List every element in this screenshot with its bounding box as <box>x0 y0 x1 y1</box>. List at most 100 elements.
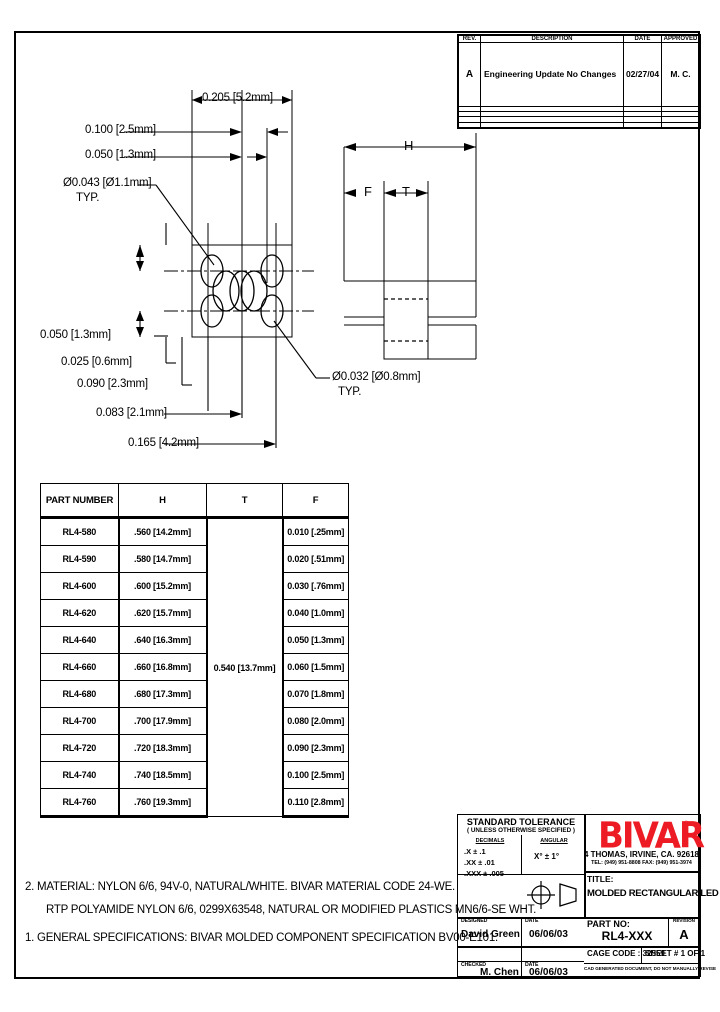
parts-table-row: RL4-660.660 [16.8mm] 0.060 [1.5mm] <box>40 653 349 681</box>
parts-table: PART NUMBER H T F RL4-580.560 [14.2mm]0.… <box>40 483 349 818</box>
registered-trademark-icon: ® <box>684 821 689 827</box>
checked-date-label: DATE <box>525 962 539 968</box>
sheet-number: SHEET # 1 OF 1 <box>645 949 706 958</box>
parts-header-t: T <box>206 483 283 519</box>
parts-table-row: RL4-700.700 [17.9mm]0.080 [2.0mm] <box>40 707 349 735</box>
dim-left-5: 0.165 [4.2mm] <box>128 437 199 449</box>
designed-date-value: 06/06/03 <box>529 929 568 940</box>
designed-value: David Green <box>461 929 520 940</box>
cage-code: CAGE CODE : 32559 <box>587 949 665 958</box>
drawing-sheet: REV. DESCRIPTION DATE APPROVED A Enginee… <box>14 31 720 979</box>
designed-date-label: DATE <box>525 918 539 924</box>
revision-cell-approved <box>661 121 700 129</box>
tolerance-subtitle: ( UNLESS OTHERWISE SPECIFIED ) <box>467 827 575 834</box>
parts-cell-part-number: RL4-580 <box>40 517 120 546</box>
tolerance-decimal-2: .XX ± .01 <box>464 858 495 867</box>
parts-cell-h: .580 [14.7mm] <box>118 545 207 573</box>
parts-cell-h: .640 [16.3mm] <box>118 626 207 654</box>
dim-hole-large-typ: TYP. <box>76 192 100 204</box>
parts-cell-part-number: RL4-700 <box>40 707 120 735</box>
parts-header-h: H <box>118 483 207 519</box>
parts-cell-f: 0.100 [2.5mm] <box>282 761 349 789</box>
tolerance-angular-1: X° ± 1° <box>534 852 560 861</box>
tolerance-title: STANDARD TOLERANCE <box>466 817 576 827</box>
dim-hole-small-typ: TYP. <box>338 386 362 398</box>
parts-cell-h: .560 [14.2mm] <box>118 517 207 546</box>
parts-header-f: F <box>282 483 349 519</box>
company-address: 4 THOMAS, IRVINE, CA. 92618 <box>584 850 699 859</box>
parts-cell-f: 0.060 [1.5mm] <box>282 653 349 681</box>
note-2: 2. MATERIAL: NYLON 6/6, 94V-0, NATURAL/W… <box>25 881 455 893</box>
disclaimer-divider <box>584 963 699 965</box>
parts-table-row: RL4-590.580 [14.7mm] 0.020 [.51mm] <box>40 545 349 573</box>
checked-value: M. Chen <box>480 967 519 978</box>
revision-table: REV. DESCRIPTION DATE APPROVED A Enginee… <box>457 34 701 129</box>
company-contact: TEL: (949) 951-8808 FAX: (949) 951-3974 <box>591 860 692 866</box>
title-block-divider-vertical <box>584 815 586 917</box>
dim-pitch-2: 0.050 [1.3mm] <box>85 149 156 161</box>
checked-label: CHECKED <box>461 962 486 968</box>
note-2-continued: RTP POLYAMIDE NYLON 6/6, 0299X63548, NAT… <box>46 904 537 916</box>
parts-cell-h: .660 [16.8mm] <box>118 653 207 681</box>
revision-header-approved: APPROVED <box>661 35 700 43</box>
parts-cell-h: .620 [15.7mm] <box>118 599 207 627</box>
dim-left-4: 0.083 [2.1mm] <box>96 407 167 419</box>
parts-header-part-number: PART NUMBER <box>40 483 119 519</box>
parts-table-row: RL4-580.560 [14.2mm]0.540 [13.7mm]0.010 … <box>40 517 349 817</box>
projection-symbol-icon <box>527 881 577 909</box>
revision-value: A <box>679 927 689 942</box>
parts-cell-part-number: RL4-660 <box>40 653 120 681</box>
parts-table-header-row: PART NUMBER H T F <box>40 483 349 519</box>
parts-cell-f: 0.080 [2.0mm] <box>282 707 349 735</box>
parts-cell-part-number: RL4-590 <box>40 545 120 573</box>
parts-table-row: RL4-680.680 [17.3mm]0.070 [1.8mm] <box>40 680 349 708</box>
revision-table-row <box>458 121 700 129</box>
tolerance-decimal-3: .XXX ± .005 <box>464 869 504 878</box>
parts-cell-f: 0.010 [.25mm] <box>282 517 349 546</box>
dim-left-2: 0.025 [0.6mm] <box>61 356 132 368</box>
parts-cell-h: .760 [19.3mm] <box>118 788 207 818</box>
title-label: TITLE: <box>587 874 614 884</box>
title-block: STANDARD TOLERANCE ( UNLESS OTHERWISE SP… <box>457 814 720 978</box>
parts-cell-f: 0.030 [.76mm] <box>282 572 349 600</box>
parts-cell-part-number: RL4-760 <box>40 788 120 818</box>
revision-label: REVISION <box>673 918 695 923</box>
revision-divider <box>668 917 670 946</box>
dim-top-width: 0.205 [5.2mm] <box>202 92 273 104</box>
title-block-divider-h2 <box>458 946 699 948</box>
parts-table-row: RL4-740.740 [18.5mm]0.100 [2.5mm] <box>40 761 349 789</box>
parts-cell-part-number: RL4-600 <box>40 572 120 600</box>
parts-cell-part-number: RL4-680 <box>40 680 120 708</box>
dim-hole-small: Ø0.032 [Ø0.8mm] <box>332 371 421 383</box>
parts-cell-f: 0.020 [.51mm] <box>282 545 349 573</box>
dim-hole-large: Ø0.043 [Ø1.1mm] <box>63 177 152 189</box>
parts-cell-f: 0.050 [1.3mm] <box>282 626 349 654</box>
dim-left-1: 0.050 [1.3mm] <box>40 329 111 341</box>
front-view-drawing <box>124 90 330 448</box>
parts-table-row: RL4-720.720 [18.3mm] 0.090 [2.3mm] <box>40 734 349 762</box>
dim-f: F <box>364 184 372 199</box>
parts-table-row: RL4-760.760 [19.3mm]0.110 [2.8mm] <box>40 788 349 818</box>
title-block-divider-h1 <box>458 917 699 919</box>
disclaimer-text: CAD GENERATED DOCUMENT, DO NOT MANUALLY … <box>584 966 717 971</box>
parts-cell-h: .720 [18.3mm] <box>118 734 207 762</box>
parts-cell-part-number: RL4-720 <box>40 734 120 762</box>
parts-cell-part-number: RL4-640 <box>40 626 120 654</box>
dim-left-3: 0.090 [2.3mm] <box>77 378 148 390</box>
parts-cell-part-number: RL4-620 <box>40 599 120 627</box>
dim-pitch-1: 0.100 [2.5mm] <box>85 124 156 136</box>
note-1: 1. GENERAL SPECIFICATIONS: BIVAR MOLDED … <box>25 932 498 944</box>
dim-h: H <box>404 138 414 153</box>
parts-cell-f: 0.040 [1.0mm] <box>282 599 349 627</box>
parts-cell-h: .600 [15.2mm] <box>118 572 207 600</box>
tolerance-column-divider <box>521 835 522 874</box>
parts-cell-part-number: RL4-740 <box>40 761 120 789</box>
parts-cell-f: 0.070 [1.8mm] <box>282 680 349 708</box>
title-value: MOLDED RECTANGULAR LED MOUNT <box>587 888 720 899</box>
sheet-divider <box>641 946 643 963</box>
parts-cell-f: 0.090 [2.3mm] <box>282 734 349 762</box>
parts-cell-t: 0.540 [13.7mm] <box>205 517 284 817</box>
part-no-label: PART NO: <box>587 919 630 929</box>
revision-table-header-row: REV. DESCRIPTION DATE APPROVED <box>458 35 700 43</box>
angular-label: ANGULAR <box>540 838 568 844</box>
